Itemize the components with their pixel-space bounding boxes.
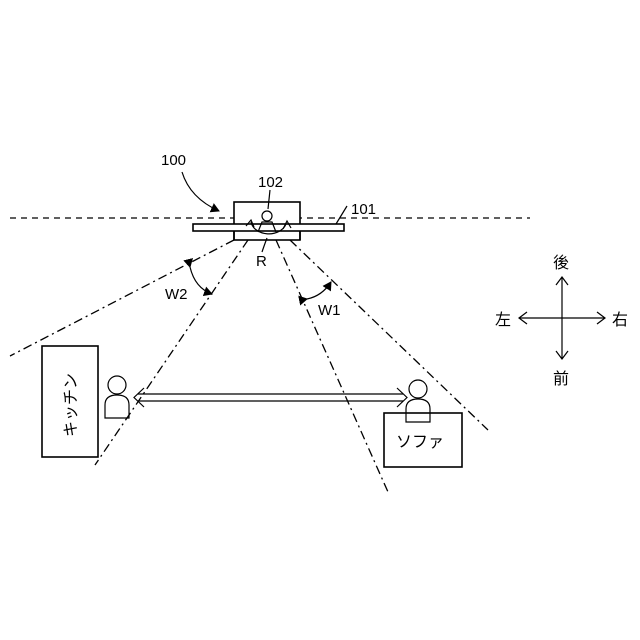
distance-arrowhead-right — [397, 388, 407, 407]
panel-101 — [193, 224, 344, 231]
fov-left-outer — [10, 240, 234, 356]
angle-w1-label: W1 — [318, 302, 341, 319]
compass-back-label: 後 — [553, 253, 569, 272]
fov-right-inner — [276, 240, 388, 492]
compass-right-label: 右 — [612, 310, 628, 329]
compass-front-label: 前 — [553, 369, 569, 388]
person-left-head — [108, 376, 126, 394]
angle-w1-arc — [307, 282, 331, 299]
sensor-ref-label: 102 — [258, 174, 283, 191]
fov-left-inner — [95, 240, 248, 465]
compass-left-label: 左 — [495, 310, 511, 329]
device-leader-arrow — [182, 172, 219, 211]
kitchen-label: キッチン — [61, 373, 80, 437]
angle-w2-arc — [190, 267, 212, 294]
distance-arrowhead-left — [134, 388, 144, 407]
person-right-head — [409, 380, 427, 398]
rotation-ref-label: R — [256, 253, 267, 270]
person-left-body — [105, 395, 129, 418]
direction-compass — [519, 277, 605, 359]
device-ref-label: 100 — [161, 152, 186, 169]
panel-ref-label: 101 — [351, 201, 376, 218]
angle-w2-label: W2 — [165, 286, 188, 303]
panel-leader — [336, 206, 347, 224]
sofa-label: ソファ — [396, 432, 444, 451]
